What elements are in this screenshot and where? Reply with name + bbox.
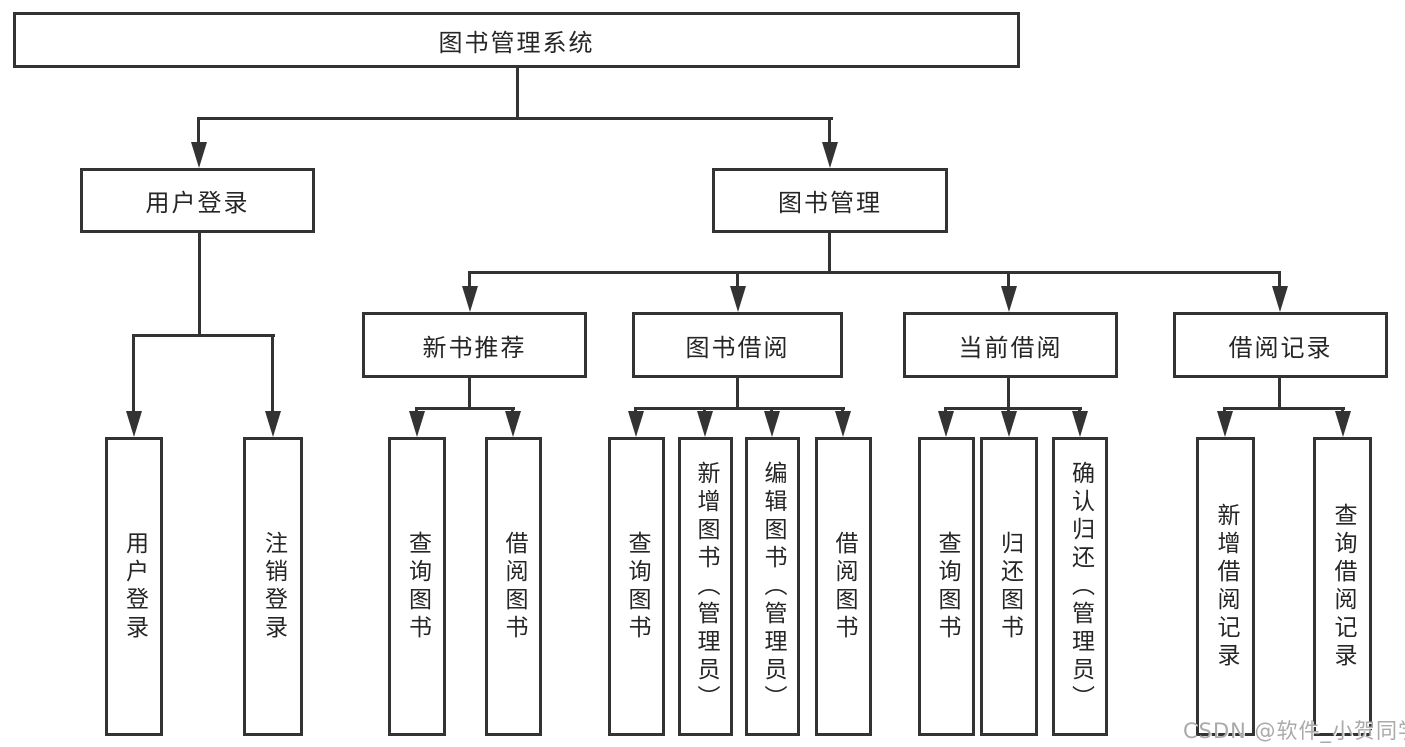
connector-bm-drop-2 bbox=[736, 271, 739, 289]
node-book-borrowing: 图书借阅 bbox=[632, 312, 843, 378]
arrowhead-br-leaf-2 bbox=[1335, 411, 1351, 437]
leaf-confirm-return-admin: 确认归还（管理员） bbox=[1052, 437, 1108, 736]
connector-book-management-bar bbox=[468, 271, 1281, 274]
connector-bm-drop-1 bbox=[468, 271, 471, 289]
connector-user-login-drop-1 bbox=[132, 334, 135, 414]
connector-cb-stem bbox=[1007, 376, 1010, 410]
leaf-add-borrow-record: 新增借阅记录 bbox=[1196, 437, 1255, 736]
connector-bb-bar bbox=[635, 407, 845, 410]
connector-nbr-stem bbox=[468, 376, 471, 410]
csdn-watermark: CSDN @软件_小贺同学 bbox=[1183, 719, 1405, 743]
connector-book-management-stem bbox=[828, 233, 831, 274]
connector-cb-bar bbox=[944, 407, 1082, 410]
arrowhead-cb-leaf-1 bbox=[938, 411, 954, 437]
leaf-query-books-borrowing: 查询图书 bbox=[608, 437, 665, 736]
arrowhead-to-user-login bbox=[191, 142, 207, 168]
arrowhead-to-new-book-recommend bbox=[462, 286, 478, 312]
connector-user-login-stem bbox=[198, 232, 201, 336]
leaf-logout: 注销登录 bbox=[243, 437, 303, 736]
connector-nbr-bar bbox=[415, 407, 515, 410]
arrowhead-to-current-borrowing bbox=[1001, 286, 1017, 312]
arrowhead-bb-leaf-1 bbox=[628, 411, 644, 437]
connector-bb-stem bbox=[736, 376, 739, 410]
node-borrowing-records: 借阅记录 bbox=[1173, 312, 1388, 378]
leaf-return-books: 归还图书 bbox=[980, 437, 1038, 736]
arrowhead-to-leaf-user-login bbox=[126, 411, 142, 437]
leaf-edit-books-admin: 编辑图书（管理员） bbox=[745, 437, 800, 736]
node-current-borrowing: 当前借阅 bbox=[903, 312, 1118, 378]
node-book-management: 图书管理 bbox=[712, 168, 948, 233]
arrowhead-bb-leaf-3 bbox=[764, 411, 780, 437]
node-new-book-recommend: 新书推荐 bbox=[362, 312, 587, 378]
leaf-query-books-current: 查询图书 bbox=[918, 437, 975, 736]
connector-user-login-drop-2 bbox=[271, 334, 274, 414]
leaf-query-borrow-record: 查询借阅记录 bbox=[1313, 437, 1372, 736]
connector-user-login-bar bbox=[132, 334, 275, 337]
connector-br-stem bbox=[1278, 376, 1281, 410]
connector-root-bar bbox=[197, 117, 833, 120]
arrowhead-to-book-management bbox=[822, 142, 838, 168]
connector-root-drop-left bbox=[197, 117, 200, 145]
connector-root-stem bbox=[516, 68, 519, 119]
node-library-management-system: 图书管理系统 bbox=[13, 12, 1020, 68]
arrowhead-bb-leaf-4 bbox=[835, 411, 851, 437]
arrowhead-to-leaf-logout bbox=[265, 411, 281, 437]
arrowhead-cb-leaf-3 bbox=[1072, 411, 1088, 437]
arrowhead-br-leaf-1 bbox=[1217, 411, 1233, 437]
arrowhead-to-borrowing-records bbox=[1272, 286, 1288, 312]
arrowhead-cb-leaf-2 bbox=[1001, 411, 1017, 437]
leaf-add-books-admin: 新增图书（管理员） bbox=[678, 437, 733, 736]
connector-root-drop-right bbox=[828, 117, 831, 145]
connector-bm-drop-4 bbox=[1278, 271, 1281, 289]
arrowhead-nbr-leaf-1 bbox=[409, 411, 425, 437]
arrowhead-nbr-leaf-2 bbox=[505, 411, 521, 437]
arrowhead-to-book-borrowing bbox=[730, 286, 746, 312]
node-user-login: 用户登录 bbox=[80, 168, 315, 233]
leaf-user-login: 用户登录 bbox=[105, 437, 163, 736]
leaf-borrow-books-borrowing: 借阅图书 bbox=[815, 437, 872, 736]
leaf-borrow-books-recommend: 借阅图书 bbox=[485, 437, 542, 736]
connector-bm-drop-3 bbox=[1007, 271, 1010, 289]
arrowhead-bb-leaf-2 bbox=[697, 411, 713, 437]
leaf-query-books-recommend: 查询图书 bbox=[388, 437, 446, 736]
connector-br-bar bbox=[1224, 407, 1345, 410]
